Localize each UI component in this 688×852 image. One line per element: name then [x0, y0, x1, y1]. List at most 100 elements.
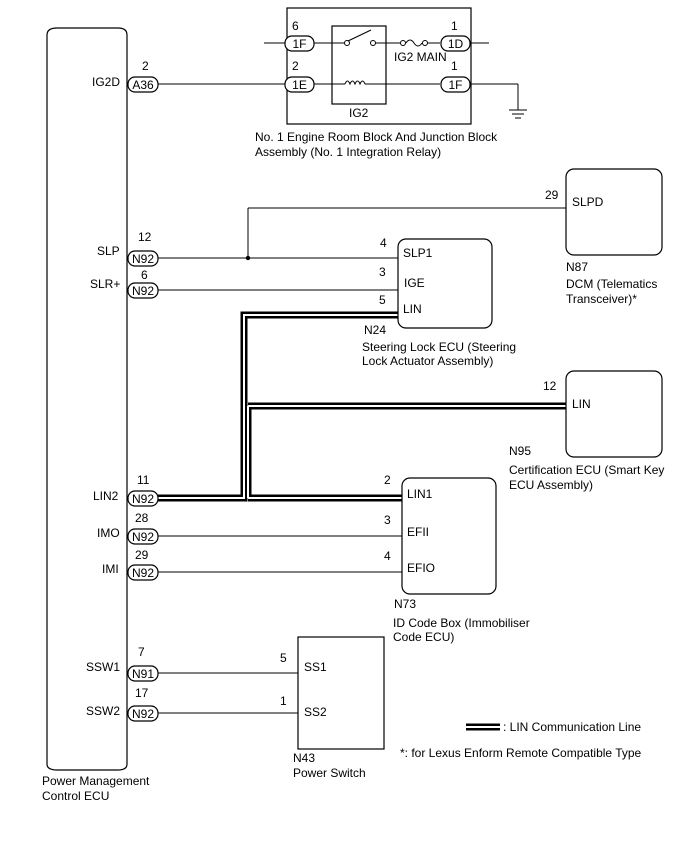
id-code-terminal-efio: EFIO — [407, 561, 435, 575]
cert-ecu-box — [565, 370, 663, 458]
fuse-label: IG2 MAIN — [394, 50, 447, 64]
pmecu-terminal-ig2d: IG2D 2 A36 — [92, 59, 159, 93]
connector-1d — [440, 35, 471, 52]
cert-ecu-caption-line2: ECU Assembly) — [509, 478, 593, 492]
svg-text:IMI: IMI — [102, 562, 119, 576]
svg-text:IG2D: IG2D — [92, 75, 120, 89]
steering-lock-terminal-ige: IGE — [404, 276, 425, 290]
power-switch-pin-ss1: 5 — [280, 651, 287, 665]
svg-text:N92: N92 — [132, 707, 154, 721]
pmecu-name-line1: Power Management — [42, 774, 150, 788]
svg-text:SSW1: SSW1 — [86, 660, 120, 674]
pmecu-body — [46, 27, 128, 771]
svg-text:LIN2: LIN2 — [93, 489, 119, 503]
cert-ecu-terminal: LIN — [572, 397, 591, 411]
power-switch-code: N43 — [293, 751, 315, 765]
switch-blade — [347, 29, 372, 42]
relay-coil-icon — [344, 80, 366, 86]
dcm-pin: 29 — [545, 188, 559, 202]
dcm-box — [565, 168, 663, 256]
id-code-pin-efii: 3 — [384, 513, 391, 527]
svg-text:28: 28 — [135, 511, 149, 525]
cert-ecu-pin: 12 — [543, 379, 557, 393]
svg-text:N92: N92 — [132, 284, 154, 298]
pmecu-terminal-imi: IMI 29 N92 — [102, 548, 159, 581]
svg-text:2: 2 — [142, 59, 149, 73]
pmecu-terminal-ssw1: SSW1 7 N91 — [86, 645, 159, 682]
relay-block-caption-line2: Assembly (No. 1 Integration Relay) — [255, 145, 441, 159]
svg-text:7: 7 — [138, 645, 145, 659]
power-switch-box — [297, 636, 385, 750]
id-code-terminal-lin1: LIN1 — [407, 487, 433, 501]
pmecu-terminal-slp: SLP 12 N92 — [97, 230, 159, 267]
id-code-caption-line1: ID Code Box (Immobiliser — [393, 616, 530, 630]
relay-pin-1e: 2 — [292, 59, 299, 73]
power-switch-terminal-ss1: SS1 — [304, 660, 327, 674]
svg-text:6: 6 — [141, 268, 148, 282]
pmecu-terminal-ssw2: SSW2 17 N92 — [86, 686, 159, 722]
power-switch-name: Power Switch — [293, 766, 366, 780]
steering-lock-pin-ige: 3 — [379, 265, 386, 279]
steering-lock-box — [397, 238, 493, 329]
svg-text:N91: N91 — [132, 667, 154, 681]
power-switch-pin-ss2: 1 — [280, 694, 287, 708]
connector-1f-left-label: 1F — [292, 37, 306, 51]
connector-1d-label: 1D — [448, 37, 464, 51]
relay-pin-1f-right: 1 — [451, 59, 458, 73]
svg-text:IMO: IMO — [97, 526, 120, 540]
connector-1f-right — [440, 76, 471, 93]
lin-legend-label: : LIN Communication Line — [503, 720, 641, 734]
ground-icon — [509, 109, 527, 119]
dcm-code: N87 — [566, 260, 588, 274]
svg-text:11: 11 — [137, 473, 150, 487]
dcm-caption-line1: DCM (Telematics — [566, 277, 657, 291]
steering-lock-pin-lin: 5 — [379, 293, 386, 307]
svg-text:SLP: SLP — [97, 244, 120, 258]
dcm-caption-line2: Transceiver)* — [566, 292, 637, 306]
splice-point — [245, 255, 251, 261]
fuse-icon — [405, 39, 423, 47]
connector-1f-right-label: 1F — [448, 78, 462, 92]
id-code-box — [401, 477, 497, 595]
steering-lock-terminal-slp1: SLP1 — [403, 246, 433, 260]
svg-text:17: 17 — [135, 686, 149, 700]
id-code-pin-efio: 4 — [384, 549, 391, 563]
id-code-pin-lin1: 2 — [384, 473, 391, 487]
svg-text:29: 29 — [135, 548, 149, 562]
pmecu-terminal-lin2: LIN2 11 N92 — [93, 473, 159, 507]
steering-lock-caption-line2: Lock Actuator Assembly) — [362, 354, 493, 368]
pmecu-terminal-imo: IMO 28 N92 — [97, 511, 159, 545]
ig2-relay-label: IG2 — [349, 106, 369, 120]
steering-lock-caption-line1: Steering Lock ECU (Steering — [362, 340, 516, 354]
steering-lock-code: N24 — [364, 323, 386, 337]
power-switch-terminal-ss2: SS2 — [304, 705, 327, 719]
id-code-terminal-efii: EFII — [407, 525, 429, 539]
connector-1e-label: 1E — [292, 78, 307, 92]
steering-lock-pin-slp1: 4 — [380, 236, 387, 250]
switch-contact-right — [370, 40, 376, 46]
id-code-code: N73 — [394, 597, 416, 611]
svg-text:A36: A36 — [132, 78, 154, 92]
svg-text:N92: N92 — [132, 530, 154, 544]
steering-lock-terminal-lin: LIN — [403, 302, 422, 316]
ig2-relay-box — [331, 25, 387, 105]
relay-pin-1d: 1 — [451, 19, 458, 33]
lin-bus — [158, 311, 566, 502]
svg-text:N92: N92 — [132, 492, 154, 506]
id-code-caption-line2: Code ECU) — [393, 630, 454, 644]
switch-contact-left — [344, 40, 350, 46]
svg-text:N92: N92 — [132, 566, 154, 580]
svg-text:12: 12 — [138, 230, 152, 244]
footnote: *: for Lexus Enform Remote Compatible Ty… — [400, 746, 642, 760]
svg-text:SSW2: SSW2 — [86, 704, 120, 718]
svg-text:N92: N92 — [132, 252, 154, 266]
cert-ecu-code: N95 — [509, 444, 531, 458]
cert-ecu-caption-line1: Certification ECU (Smart Key — [509, 463, 664, 477]
svg-text:SLR+: SLR+ — [90, 277, 120, 291]
pmecu-name-line2: Control ECU — [42, 789, 109, 803]
connector-1f-left — [284, 35, 315, 52]
relay-pin-1f-left: 6 — [292, 19, 299, 33]
relay-block-caption-line1: No. 1 Engine Room Block And Junction Blo… — [255, 130, 498, 144]
dcm-terminal: SLPD — [572, 195, 604, 209]
